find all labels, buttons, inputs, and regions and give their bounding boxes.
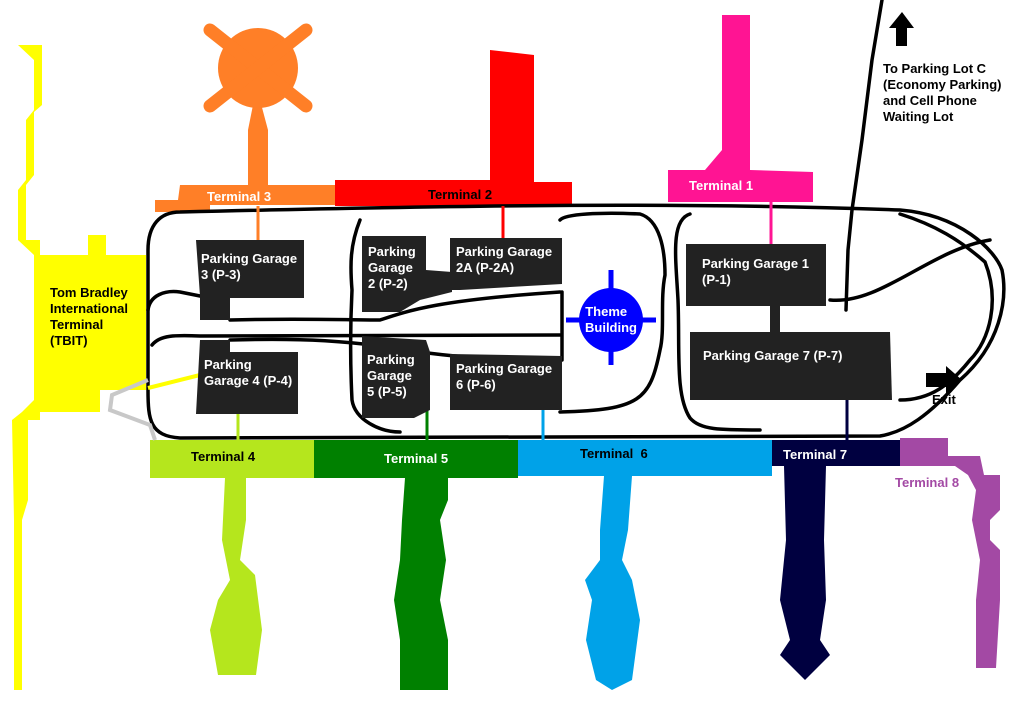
parking-garage-7[interactable]: Parking Garage 7 (P-7)	[690, 332, 892, 400]
terminal-8[interactable]: Terminal 8	[895, 438, 1000, 668]
up-arrow-icon	[889, 12, 914, 46]
road-to-parking-lot-c	[844, 0, 884, 312]
east-connector	[828, 238, 992, 302]
parking-garage-2a-shape	[450, 238, 562, 290]
theme-building-circle	[579, 288, 643, 352]
terminal-3-shape	[155, 100, 335, 212]
terminal-3[interactable]: Terminal 3	[155, 23, 335, 212]
terminal-tbit[interactable]: Tom Bradley International Terminal (TBIT…	[12, 45, 146, 690]
parking-garage-1-label: Parking Garage 1 (P-1)	[702, 256, 813, 287]
terminal-2[interactable]: Terminal 2	[335, 50, 572, 206]
terminal-7-label: Terminal 7	[783, 447, 847, 462]
parking-garage-3-shape	[196, 240, 304, 320]
terminal-4-shape	[150, 440, 314, 675]
parking-garage-4-label: Parking Garage 4 (P-4)	[204, 357, 292, 388]
terminal-2-label: Terminal 2	[428, 187, 492, 202]
theme-building[interactable]: Theme Building	[566, 270, 656, 365]
parking-garage-7-label: Parking Garage 7 (P-7)	[703, 348, 842, 363]
exit-direction[interactable]: Exit	[926, 366, 962, 407]
parking-garage-2a[interactable]: Parking Garage 2A (P-2A)	[450, 238, 562, 290]
terminal-2-shape	[335, 50, 572, 206]
parking-garage-2a-label: Parking Garage 2A (P-2A)	[456, 244, 556, 275]
outer-loop-road	[146, 203, 1006, 440]
terminal-5-shape	[314, 440, 518, 690]
parking-lot-c-direction[interactable]: To Parking Lot C (Economy Parking) and C…	[883, 12, 1005, 124]
terminal-1-shape	[668, 15, 813, 202]
terminal-1[interactable]: Terminal 1	[668, 15, 813, 202]
terminal-6-shape	[518, 440, 772, 690]
terminal-3-gate-arm	[203, 23, 313, 113]
terminal-7-shape	[772, 440, 900, 680]
parking-garage-5-shape	[362, 336, 430, 418]
tbit-yellow-connector	[147, 373, 201, 390]
tbit-shape	[12, 45, 146, 690]
exit-label: Exit	[932, 392, 957, 407]
parking-lot-c-label: To Parking Lot C (Economy Parking) and C…	[883, 61, 1005, 124]
road-network	[146, 0, 1006, 440]
parking-garage-5-label: Parking Garage 5 (P-5)	[367, 352, 418, 399]
parking-garage-5[interactable]: Parking Garage 5 (P-5)	[362, 336, 430, 418]
center-road-upper	[228, 290, 562, 322]
tbit-gray-connector	[107, 378, 157, 441]
terminal-connectors	[107, 202, 849, 441]
east-island-road	[673, 212, 762, 432]
parking-garage-4[interactable]: Parking Garage 4 (P-4)	[196, 340, 298, 414]
parking-garage-3[interactable]: Parking Garage 3 (P-3)	[196, 240, 304, 320]
parking-garage-3-label: Parking Garage 3 (P-3)	[201, 251, 301, 282]
terminal-8-label: Terminal 8	[895, 475, 959, 490]
terminal-6-label: Terminal 6	[580, 446, 648, 461]
middle-divider-road	[348, 218, 402, 434]
parking-garage-2-label: Parking Garage 2 (P-2)	[368, 244, 419, 291]
mid-island-road	[558, 211, 667, 414]
terminal-5-label: Terminal 5	[384, 451, 448, 466]
parking-garage-6[interactable]: Parking Garage 6 (P-6)	[450, 354, 562, 410]
tbit-label: Tom Bradley International Terminal (TBIT…	[50, 285, 132, 348]
inner-road-west-lower	[150, 333, 562, 347]
parking-garage-7-shape	[690, 332, 892, 400]
terminal-7[interactable]: Terminal 7	[772, 440, 900, 680]
parking-garage-6-shape	[450, 354, 562, 410]
terminal-4[interactable]: Terminal 4	[150, 440, 314, 675]
terminal-1-label: Terminal 1	[689, 178, 753, 193]
terminal-3-label: Terminal 3	[207, 189, 271, 204]
parking-garage-1-shape	[686, 244, 826, 306]
terminal-5[interactable]: Terminal 5	[314, 440, 518, 690]
parking-garage-4-shape	[196, 340, 298, 414]
terminal-4-label: Terminal 4	[191, 449, 256, 464]
parking-garage-1[interactable]: Parking Garage 1 (P-1)	[686, 244, 826, 306]
terminal-8-shape	[900, 438, 1000, 668]
parking-garage-2-shape	[362, 236, 452, 312]
theme-building-label: Theme Building	[585, 304, 637, 335]
inner-road-west	[146, 289, 202, 312]
terminal-6[interactable]: Terminal 6	[518, 440, 772, 690]
east-loop-road	[898, 212, 994, 402]
parking-garage-2[interactable]: Parking Garage 2 (P-2)	[362, 236, 452, 312]
parking-garage-6-label: Parking Garage 6 (P-6)	[456, 361, 556, 392]
right-arrow-icon	[926, 366, 962, 394]
